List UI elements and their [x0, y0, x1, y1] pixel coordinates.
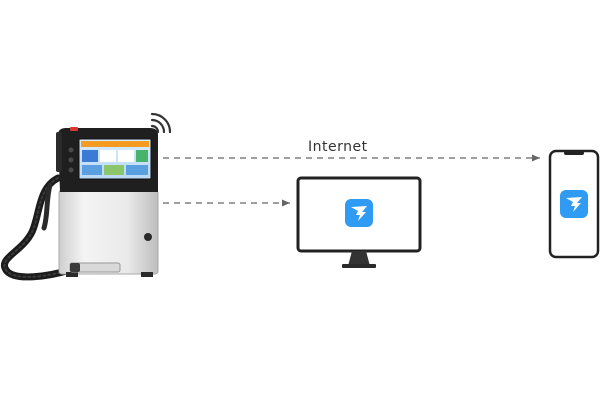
print-head [69, 262, 121, 273]
phone-notch [564, 151, 584, 155]
wifi-signal-icon [150, 112, 172, 134]
monitor-stand [348, 251, 370, 266]
status-light [70, 127, 78, 131]
printer-device [0, 127, 159, 281]
internet-label: Internet [308, 139, 368, 155]
smartphone [548, 149, 600, 259]
desktop-monitor [296, 176, 422, 268]
dingtalk-app-icon [560, 190, 588, 218]
printer-cabinet [58, 189, 159, 275]
printer-lock [144, 233, 152, 241]
dingtalk-app-icon [345, 199, 373, 227]
